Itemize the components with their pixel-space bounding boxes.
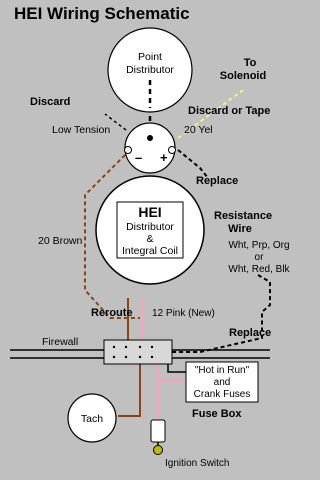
point-distributor [107, 27, 193, 113]
label-resistance-colors-1: Wht, Prp, Org [228, 240, 289, 251]
label-20-brown: 20 Brown [38, 235, 83, 247]
label-20-yel: 20 Yel [184, 124, 213, 136]
coil-minus-symbol: – [135, 150, 142, 165]
brown-wire-old [84, 154, 140, 319]
ignition-switch-bulb [153, 445, 163, 455]
tach-label: Tach [81, 413, 103, 425]
label-reroute: Reroute [91, 307, 133, 319]
label-resistance-colors-3: Wht, Red, Blk [228, 264, 290, 275]
point-distributor-label-2: Distributor [126, 64, 174, 76]
fuse-note-line-1: "Hot in Run" [195, 365, 250, 376]
firewall-connector [103, 339, 173, 365]
label-to: To [244, 57, 257, 69]
label-low-tension: Low Tension [52, 124, 110, 136]
hei-label-box [116, 201, 184, 259]
schematic-canvas: HEI Wiring Schematic Point Distributor –… [10, 4, 291, 469]
coil-positive-terminal [168, 146, 176, 154]
hei-subtitle-3: Integral Coil [122, 245, 178, 257]
ignition-coil [124, 122, 176, 174]
hei-subtitle-1: Distributor [126, 221, 174, 233]
brown-wire-to-tach [118, 356, 141, 417]
low-tension-wire [104, 113, 127, 131]
label-discard: Discard [30, 96, 70, 108]
point-distributor-label-1: Point [138, 51, 162, 63]
label-firewall: Firewall [42, 336, 78, 348]
label-resistance: Resistance [214, 210, 272, 222]
label-ignition-switch: Ignition Switch [165, 458, 229, 469]
label-fuse-box: Fuse Box [192, 408, 242, 420]
diagram-title: HEI Wiring Schematic [14, 4, 190, 23]
tachometer [67, 393, 117, 443]
fuse-note-line-2: and [214, 377, 231, 388]
coil-center-terminal [147, 135, 153, 141]
label-solenoid: Solenoid [220, 70, 266, 82]
firewall-connector-pins [112, 345, 154, 359]
ignition-switch-body [150, 419, 166, 443]
label-replace-top: Replace [196, 175, 238, 187]
fuse-box-note [185, 361, 259, 403]
resistance-wire-upper [177, 149, 209, 179]
label-wire: Wire [228, 223, 252, 235]
hei-wiring-schematic: HEI Wiring Schematic Point Distributor –… [10, 4, 291, 469]
label-resistance-colors-2: or [255, 252, 265, 263]
hei-title: HEI [138, 204, 161, 220]
fuse-note-line-3: Crank Fuses [194, 389, 251, 400]
hei-subtitle-2: & [146, 233, 153, 245]
label-discard-or-tape: Discard or Tape [188, 105, 270, 117]
label-12-pink: 12 Pink (New) [152, 308, 215, 319]
coil-plus-symbol: + [160, 150, 168, 165]
coil-negative-terminal [124, 146, 132, 154]
resistance-wire-lower [167, 274, 271, 358]
label-replace-bottom: Replace [229, 327, 271, 339]
